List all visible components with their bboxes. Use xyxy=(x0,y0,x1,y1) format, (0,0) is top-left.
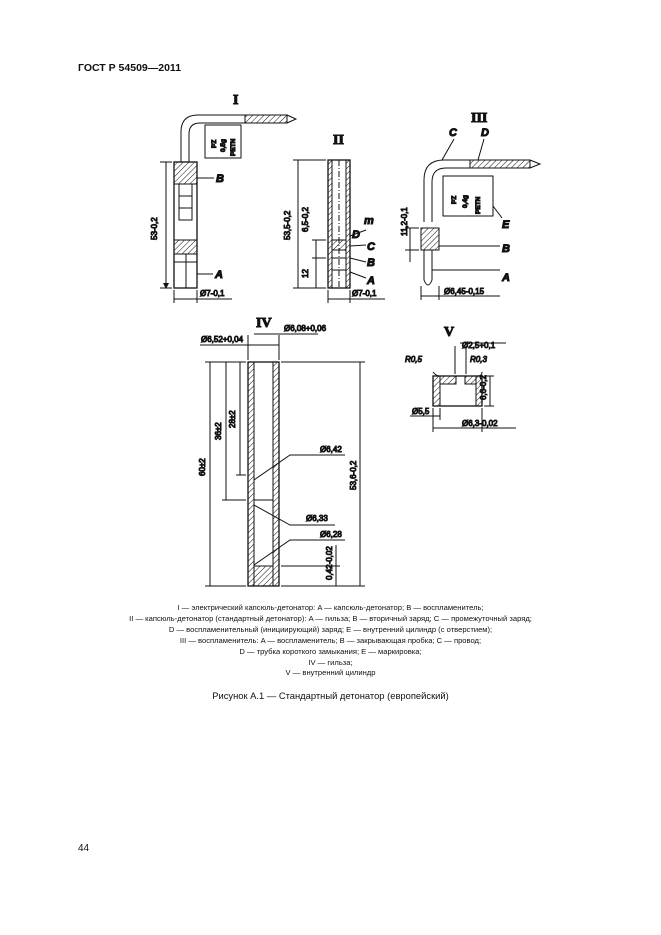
legend-line: II — капсюль-детонатор (стандартный дето… xyxy=(129,613,532,623)
view-v-dim-r05: R0,5 xyxy=(405,355,422,364)
view-ii-callout-c: C xyxy=(367,241,376,253)
view-v-label: V xyxy=(444,325,454,340)
figure-legend: I — электрический капсюль-детонатор: A —… xyxy=(60,603,601,679)
view-iv-dim-outer: Ø6,52+0,04 xyxy=(201,335,244,344)
view-iii-callout-c: C xyxy=(449,127,458,139)
technical-drawing: I PZ 0,5g PETN 53-0,2 Ø7-0,1 B A II xyxy=(150,93,542,587)
view-i-dim-length: 53-0,2 xyxy=(150,217,159,240)
view-v: V Ø2,5+0,1 R0,5 R0,3 6,6-0,2 Ø5,5 Ø6,3-0… xyxy=(405,325,516,432)
view-iv-dim-top: Ø6,08+0,06 xyxy=(284,324,327,333)
view-iv: IV Ø6,52+0,04 Ø6,08+0,06 60±2 36±2 28±2 … xyxy=(198,316,365,587)
legend-line: III — воспламенитель: A — воспламенитель… xyxy=(179,635,482,645)
view-ii-callout-a: A xyxy=(366,275,375,287)
view-v-dim-height: 6,6-0,2 xyxy=(479,375,488,400)
view-i-label: I xyxy=(233,93,238,108)
view-iii-callout-b: B xyxy=(502,243,510,255)
view-v-dim-r03: R0,3 xyxy=(470,355,487,364)
view-i-box-mass: 0,5g xyxy=(220,139,227,152)
document-header: ГОСТ Р 54509—2011 xyxy=(78,62,182,74)
view-iv-dim-536: 53,6-0,2 xyxy=(349,460,358,490)
figure-caption: Рисунок А.1 — Стандартный детонатор (евр… xyxy=(212,690,449,701)
legend-line: D — трубка короткого замыкания; E — марк… xyxy=(239,646,422,656)
view-ii-callout-m: m xyxy=(364,215,374,227)
legend-line: V — внутренний цилиндр xyxy=(285,668,376,678)
view-iv-dim-042: 0,42-0,02 xyxy=(325,546,334,580)
view-v-dim-top: Ø2,5+0,1 xyxy=(462,341,496,350)
view-ii-callout-b: B xyxy=(367,257,375,269)
view-ii-dim-mid: 6,5-0,2 xyxy=(301,207,310,232)
view-iii: III C D PZ 0,4g PETN E B A 11,2-0,1 Ø6,4… xyxy=(400,111,542,300)
page-number: 44 xyxy=(78,843,90,854)
view-iv-label: IV xyxy=(256,316,272,331)
view-i: I PZ 0,5g PETN 53-0,2 Ø7-0,1 B A xyxy=(150,93,298,303)
view-iii-callout-e: E xyxy=(502,219,510,231)
legend-line: I — электрический капсюль-детонатор: A —… xyxy=(177,603,484,612)
view-i-callout-b: B xyxy=(216,173,224,185)
view-iii-dim-diameter: Ø6,45-0,15 xyxy=(444,287,485,296)
view-iii-box-mass: 0,4g xyxy=(462,195,469,208)
view-iii-label: III xyxy=(471,111,487,126)
view-v-dim-outer: Ø6,3-0,02 xyxy=(462,419,498,428)
view-iii-box-petn: PETN xyxy=(475,196,482,214)
view-iv-dim-60: 60±2 xyxy=(198,458,207,476)
legend-line: IV — гильза; xyxy=(308,657,353,667)
view-iii-callout-a: A xyxy=(501,272,510,284)
view-iv-dim-642: Ø6,42 xyxy=(320,445,342,454)
view-i-box-petn: PETN xyxy=(230,138,237,156)
view-iii-box-pz: PZ xyxy=(451,196,458,204)
view-iii-callout-d: D xyxy=(481,127,489,139)
view-ii-callout-d: D xyxy=(352,229,360,241)
view-ii-dim-diameter: Ø7-0,1 xyxy=(352,289,377,298)
view-i-callout-a: A xyxy=(214,269,223,281)
view-ii-dim-total: 53,5-0,2 xyxy=(283,210,292,240)
view-v-dim-inner: Ø5,5 xyxy=(412,407,430,416)
view-iv-dim-28: 28±2 xyxy=(228,410,237,428)
view-ii-dim-bottom: 12 xyxy=(301,269,310,278)
legend-line: D — воспламенительный (инициирующий) зар… xyxy=(168,624,493,634)
view-i-box-pz: PZ xyxy=(211,140,218,148)
view-i-dim-diameter: Ø7-0,1 xyxy=(200,289,225,298)
view-ii-label: II xyxy=(333,133,344,148)
view-iii-dim-length: 11,2-0,1 xyxy=(400,207,409,236)
view-iv-dim-628: Ø6,28 xyxy=(320,530,342,539)
view-iv-dim-36: 36±2 xyxy=(214,422,223,440)
view-iv-dim-633: Ø6,33 xyxy=(306,514,328,523)
view-ii: II 53,5-0,2 6,5-0,2 12 Ø7-0,1 D m C B A xyxy=(283,133,385,303)
